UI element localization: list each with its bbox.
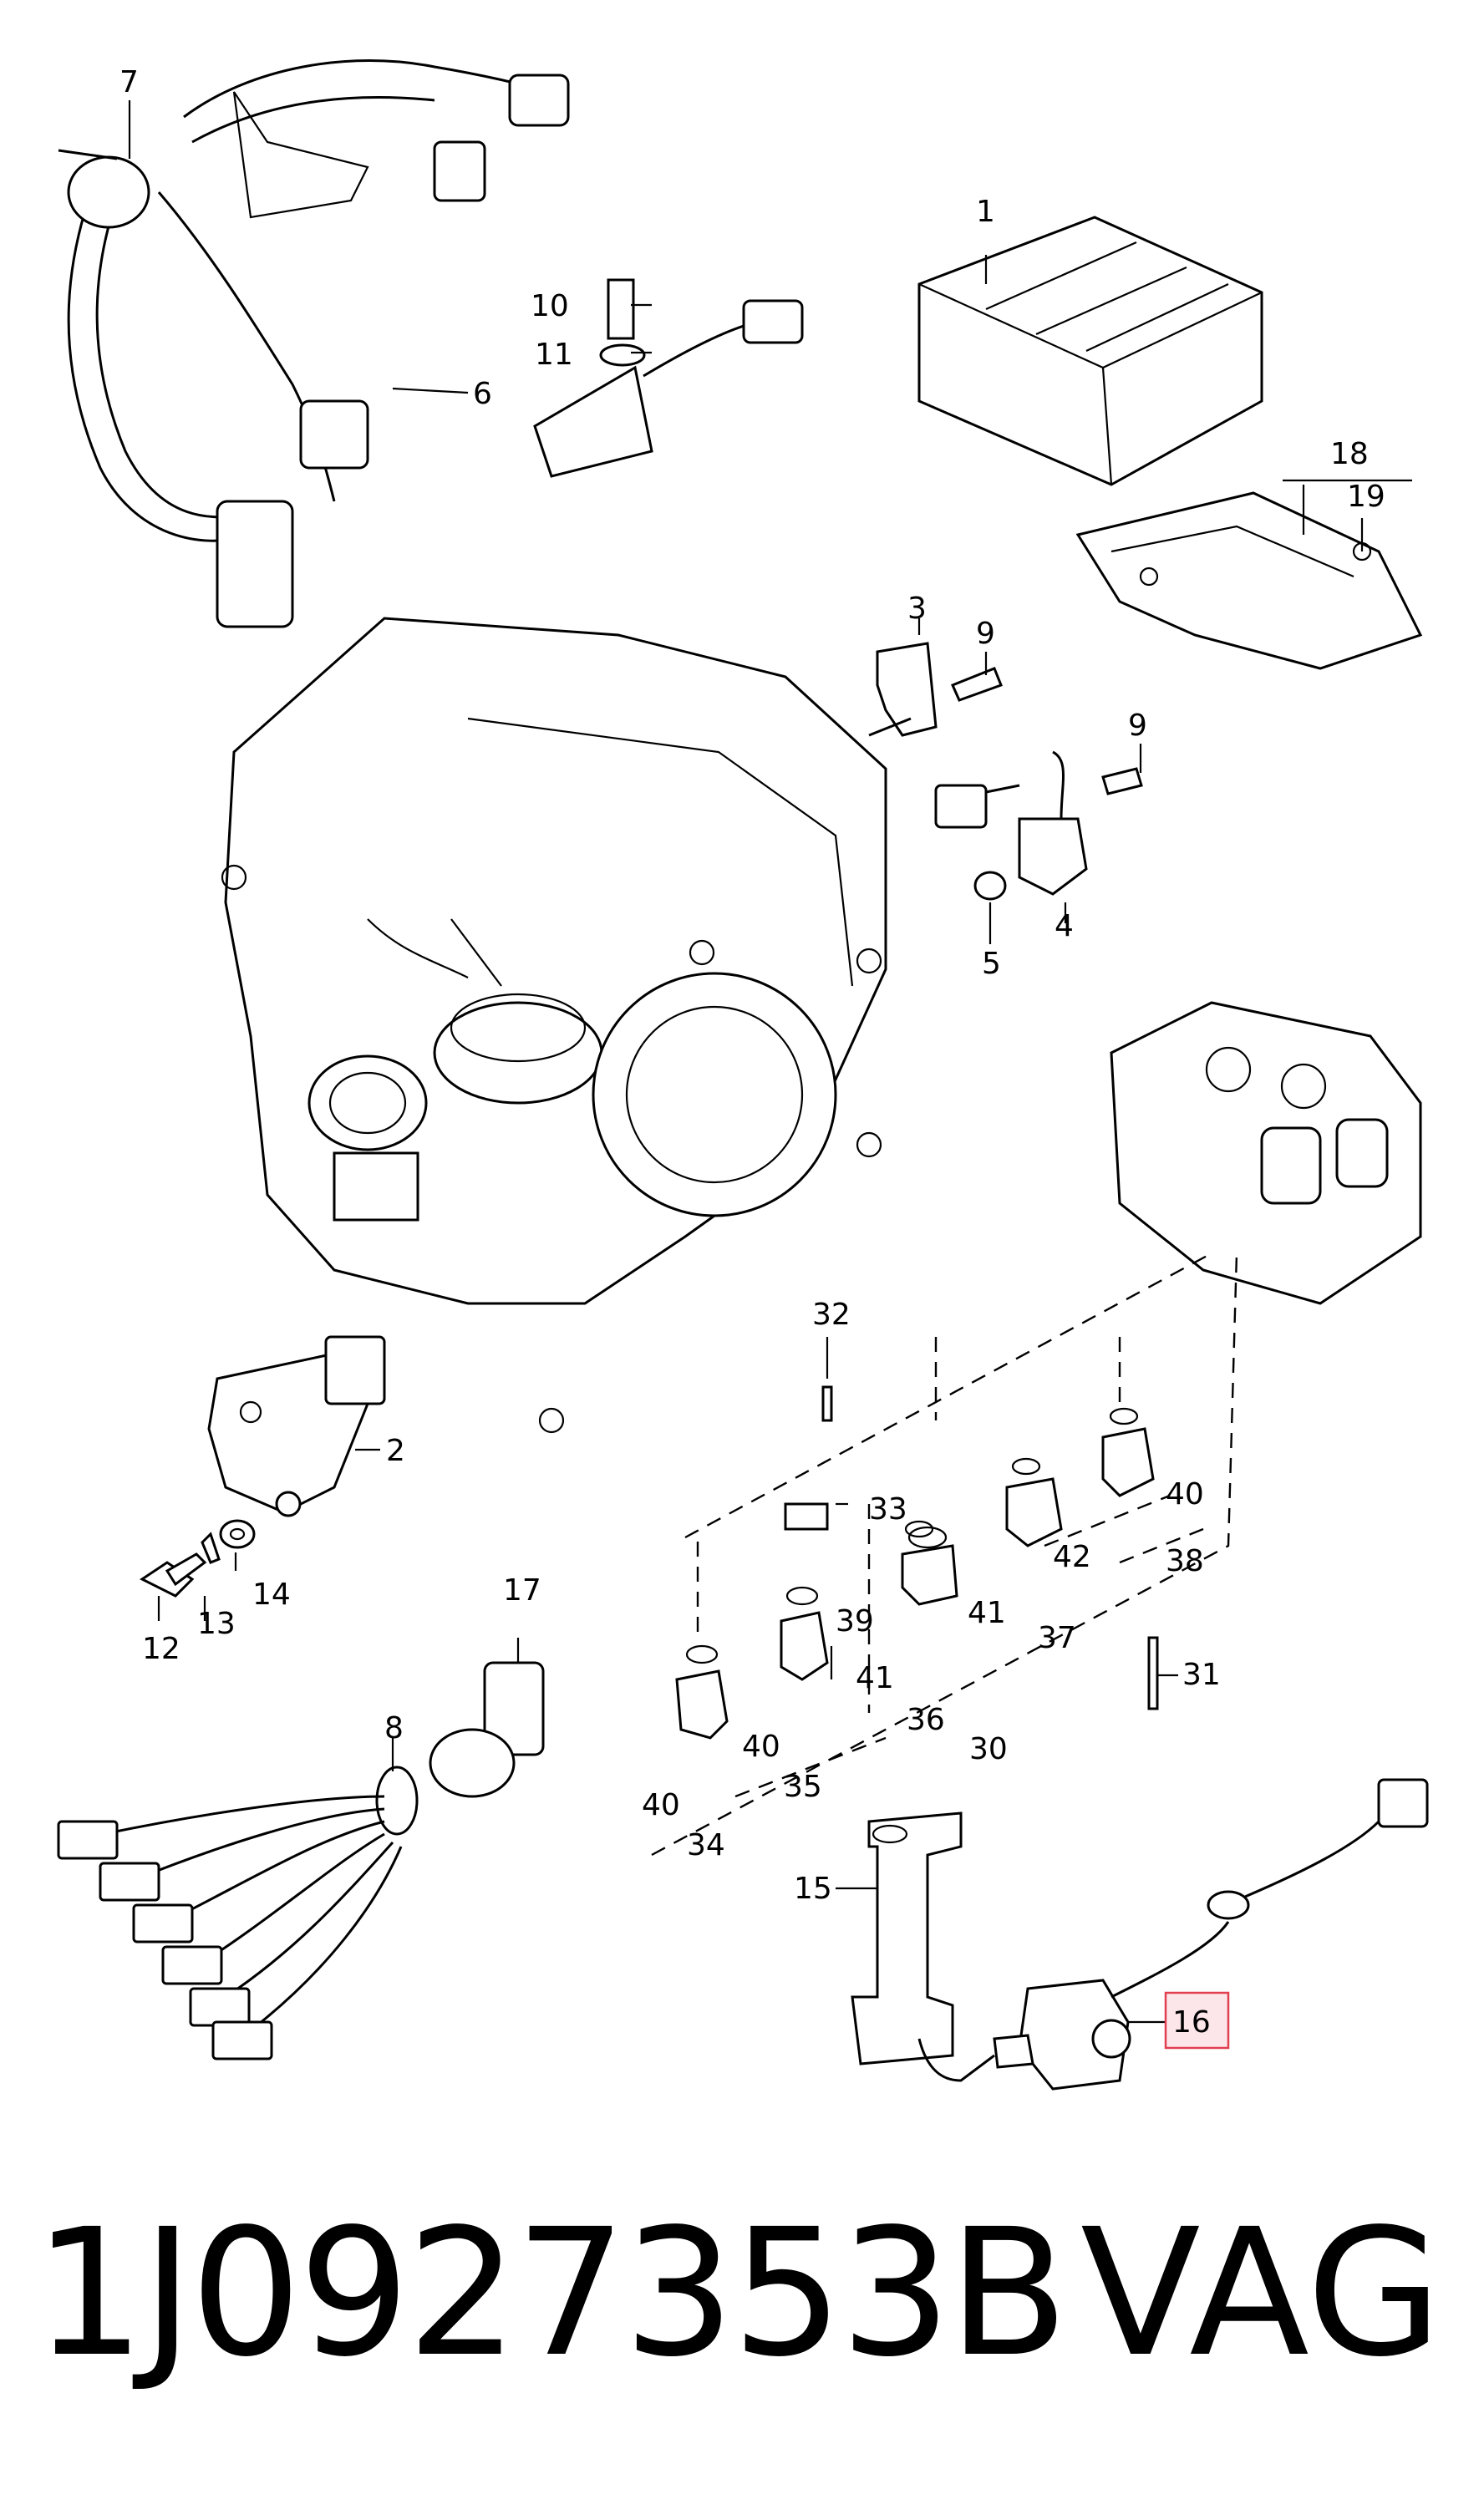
sensor-2-part xyxy=(140,1335,386,1598)
callout-41b: 41 xyxy=(968,1596,1006,1630)
callout-40c: 40 xyxy=(1166,1477,1204,1512)
exploded-parts-diagram: 1 2 3 4 5 6 7 8 9 9 10 11 12 13 14 15 16… xyxy=(57,59,1429,2091)
callout-31: 31 xyxy=(1182,1658,1221,1692)
transmission-housing xyxy=(221,617,887,1434)
callout-2: 2 xyxy=(386,1434,405,1468)
leader-lines xyxy=(128,100,1412,2024)
callout-5: 5 xyxy=(982,947,1001,981)
callout-13: 13 xyxy=(197,1607,236,1641)
sensor-16-part xyxy=(917,1778,1429,2091)
sensor-bracket-part xyxy=(533,278,804,478)
wiring-harness-top xyxy=(58,59,570,628)
callout-19: 19 xyxy=(1347,480,1385,514)
speed-sensor-part xyxy=(868,642,1003,737)
sensor-15-part xyxy=(851,1811,963,2065)
callout-42: 42 xyxy=(1053,1540,1091,1574)
callout-1: 1 xyxy=(976,195,995,229)
callout-37: 37 xyxy=(1038,1621,1076,1655)
callout-10: 10 xyxy=(531,289,569,323)
callout-34: 34 xyxy=(687,1828,725,1862)
highlight-box xyxy=(1164,1991,1230,2050)
callout-3: 3 xyxy=(907,592,927,626)
callout-16: 16 xyxy=(1172,2005,1211,2040)
callout-11: 11 xyxy=(535,338,573,372)
assembly-dashed-lines xyxy=(651,1252,1238,1857)
callout-8: 8 xyxy=(384,1711,404,1745)
callout-39: 39 xyxy=(836,1604,874,1639)
callout-40a: 40 xyxy=(642,1788,680,1822)
control-unit-part xyxy=(917,216,1263,486)
callout-33: 33 xyxy=(869,1492,907,1527)
callout-4: 4 xyxy=(1055,909,1074,943)
brand-name: VAG xyxy=(1080,2191,1442,2396)
callout-9b: 9 xyxy=(1128,709,1147,743)
callout-36: 36 xyxy=(907,1703,945,1737)
callout-7: 7 xyxy=(119,65,139,99)
callout-14: 14 xyxy=(252,1578,291,1612)
bracket-plate-part xyxy=(1075,491,1423,670)
callout-41a: 41 xyxy=(856,1661,894,1695)
callout-12: 12 xyxy=(142,1632,180,1666)
callout-30: 30 xyxy=(969,1732,1008,1766)
solenoid-valves-group xyxy=(675,1385,1159,1740)
callout-38: 38 xyxy=(1166,1544,1204,1578)
callout-35: 35 xyxy=(784,1770,822,1804)
callout-15: 15 xyxy=(794,1872,832,1906)
callout-40b: 40 xyxy=(742,1730,780,1764)
valve-body-part xyxy=(1110,1001,1422,1305)
callout-18: 18 xyxy=(1330,437,1369,471)
callout-6: 6 xyxy=(473,377,492,411)
callout-9a: 9 xyxy=(976,617,995,651)
callout-17: 17 xyxy=(503,1573,541,1608)
callout-32: 32 xyxy=(812,1298,851,1332)
harness-connector-part xyxy=(57,1661,545,2060)
part-number: 1J0927353B xyxy=(33,2191,1069,2396)
temperature-sensor-part xyxy=(934,750,1143,901)
callout-labels: 1 2 3 4 5 6 7 8 9 9 10 11 12 13 14 15 16… xyxy=(119,65,1385,2040)
